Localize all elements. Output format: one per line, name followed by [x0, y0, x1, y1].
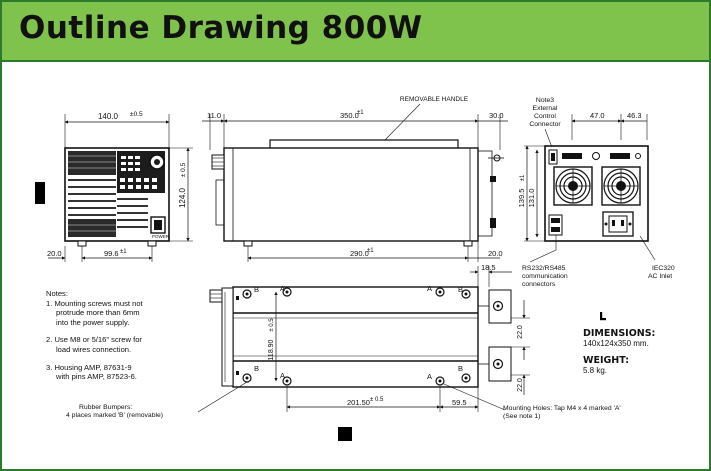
mark-a-1: A: [280, 284, 285, 293]
bottom-view: 18.5 22.0 22.0: [66, 263, 621, 420]
mark-b-1: B: [254, 285, 259, 294]
bottom-a-span-text: 201.50: [347, 398, 370, 407]
front-foot-span-tolerance: ±1: [120, 249, 127, 255]
rear-height2-text: 131.0: [527, 189, 536, 208]
bottom-height-text: 118.90: [268, 339, 275, 360]
removable-handle-label: REMOVABLE HANDLE: [400, 96, 469, 103]
note-3-line-2: with pins AMP, 87523-6.: [56, 372, 137, 382]
iec-label-1: IEC320: [652, 265, 675, 272]
bumpers-label-2: 4 places marked 'B' (removable): [66, 412, 163, 419]
title-banner: Outline Drawing 800W: [2, 2, 709, 62]
mark-b-2: B: [458, 285, 463, 294]
side-left-text: 11.0: [207, 111, 221, 120]
spec-block: DIMENSIONS: 140x124x350 mm. WEIGHT: 5.8 …: [583, 329, 655, 376]
output-terminal-right: [610, 153, 630, 159]
dimensions-heading: DIMENSIONS:: [583, 328, 656, 339]
mark-b-3: B: [254, 364, 259, 373]
fan-right-icon: [601, 166, 641, 206]
note-2-line-2: load wires connection.: [56, 344, 132, 354]
front-height-text: 124.0: [178, 187, 187, 208]
bottom-slot1-text: 22.0: [517, 325, 524, 339]
handle-outline: [269, 139, 459, 148]
bottom-right-text: 59.5: [452, 398, 467, 407]
weight-value: 5.8 kg.: [583, 366, 608, 375]
note3-label-3: Control: [534, 113, 556, 120]
output-terminal-left: [562, 153, 582, 159]
power-label: POWER: [152, 234, 170, 239]
front-foot-left-text: 20.0: [47, 249, 62, 258]
note3-label-2: External: [533, 105, 558, 112]
rs232-label-1: RS232/RS485: [522, 265, 566, 272]
bottom-height-tolerance: ± 0.5: [269, 318, 275, 332]
note-1-line-1: 1. Mounting screws must not: [46, 298, 143, 308]
bottom-slot2-text: 22.0: [517, 378, 524, 392]
rs232-label-2: communication: [522, 273, 568, 280]
note-1-line-2: protrude more than 6mm: [56, 308, 140, 318]
weight-heading: WEIGHT:: [583, 355, 630, 366]
bottom-body: [232, 286, 479, 388]
notes-heading: Notes:: [46, 289, 68, 298]
front-width-tolerance: ±0.5: [130, 111, 143, 118]
front-top-block: [68, 151, 116, 175]
side-foot-text: 20.0: [488, 249, 503, 258]
note3-label-1: Note3: [536, 97, 554, 104]
front-width-text: 140.0: [98, 112, 119, 121]
rubber-bumper-b-icon: [242, 289, 471, 383]
rs232-label-3: connectors: [522, 281, 556, 288]
fan-left-icon: [553, 166, 593, 206]
side-body: [223, 147, 479, 242]
note-1-line-3: into the power supply.: [56, 317, 130, 327]
front-view: 140.0 ±0.5: [47, 111, 193, 262]
note-2-line-1: 2. Use M8 or 5/16" screw for: [46, 335, 142, 345]
iec-label-2: AC Inlet: [648, 273, 672, 280]
rear-width1-text: 47.0: [590, 111, 605, 120]
note-3-line-1: 3. Housing AMP, 87631-9: [46, 362, 132, 372]
mark-a-2: A: [427, 284, 432, 293]
notes-block: Notes: 1. Mounting screws must not protr…: [46, 289, 143, 382]
bumpers-label-1: Rubber Bumpers:: [79, 404, 132, 411]
front-bottom-block: [68, 219, 116, 237]
mark-b-4: B: [458, 364, 463, 373]
side-base-tolerance: ±1: [367, 248, 374, 254]
corner-mark: [600, 312, 603, 320]
mark-a-4: A: [427, 372, 432, 381]
dimensions-value: 140x124x350 mm.: [583, 339, 649, 348]
mounting-hole-a-icon: [282, 287, 445, 386]
mark-a-3: A: [280, 371, 285, 380]
holes-label-1: Mounting Holes: Tap M4 x 4 marked 'A': [503, 405, 621, 412]
side-base-text: 290.0: [350, 249, 369, 258]
side-length-text: 350.0: [340, 111, 359, 120]
bottom-right-offset-text: 18.5: [481, 263, 496, 272]
section-marker: [35, 182, 45, 204]
side-right-text: 30.0: [489, 111, 504, 120]
side-length-tolerance: ±1: [357, 110, 364, 116]
rear-height1-tolerance: ±1: [520, 174, 526, 181]
rear-view: Note3 External Control Connector 47.0 46…: [517, 97, 675, 288]
front-foot-span-text: 99.6: [104, 249, 119, 258]
holes-label-2: (See note 1): [503, 413, 540, 420]
bottom-marker: [338, 427, 352, 441]
front-height-tolerance: ± 0.5: [180, 162, 187, 177]
rear-height1-text: 139.5: [517, 189, 526, 208]
bottom-a-span-tolerance: ± 0.5: [370, 397, 384, 403]
rear-width2-text: 46.3: [627, 111, 642, 120]
note3-label-4: Connector: [529, 121, 561, 128]
side-view: REMOVABLE HANDLE 11.0 350.0 ±1 30.0: [202, 96, 508, 262]
page-title: Outline Drawing 800W: [19, 10, 423, 46]
